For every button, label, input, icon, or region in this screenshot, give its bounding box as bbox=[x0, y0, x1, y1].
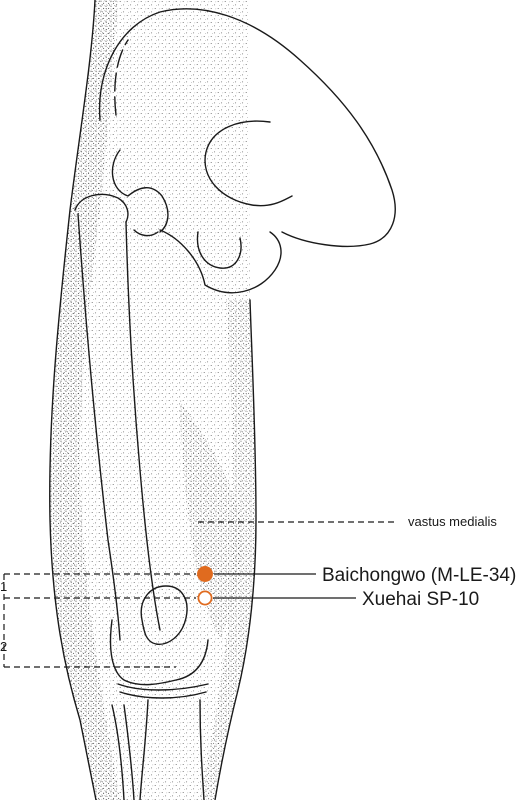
pubic-symphysis bbox=[196, 231, 242, 269]
femoral-condyles bbox=[109, 619, 209, 686]
femur bbox=[74, 149, 209, 686]
femur-shaft-lateral bbox=[77, 213, 121, 641]
xuehai-point[interactable] bbox=[197, 590, 213, 606]
femoral-head-neck bbox=[111, 149, 169, 233]
pubic-ramus bbox=[159, 229, 282, 294]
iliac-inner-dashed bbox=[114, 39, 129, 116]
fibula bbox=[111, 704, 135, 800]
lesser-trochanter bbox=[133, 229, 159, 237]
tibia-shaft bbox=[139, 699, 205, 800]
iliac-crest-outline bbox=[98, 8, 396, 248]
label-baichongwo: Baichongwo (M-LE-34) bbox=[322, 565, 516, 586]
baichongwo-point[interactable] bbox=[197, 566, 213, 582]
pelvis bbox=[98, 8, 396, 294]
lower-leg-bones bbox=[111, 683, 209, 800]
tibial-plateau-lower bbox=[119, 691, 207, 699]
greater-trochanter bbox=[74, 193, 129, 223]
medial-edge-shading bbox=[200, 300, 256, 800]
leg-silhouette bbox=[49, 0, 257, 800]
obturator-foramen bbox=[204, 120, 293, 207]
tibial-plateau bbox=[117, 683, 209, 691]
measure-label-2: 2 bbox=[0, 639, 7, 654]
lateral-edge-shading bbox=[49, 0, 120, 800]
vastus-medialis-shading bbox=[180, 400, 242, 640]
patella bbox=[140, 585, 188, 645]
measure-label-1: 1 bbox=[0, 579, 7, 594]
leg-medial-outline bbox=[214, 299, 257, 800]
measurement-bracket bbox=[3, 573, 196, 668]
label-xuehai: Xuehai SP-10 bbox=[362, 589, 479, 610]
leg-lateral-outline bbox=[49, 0, 97, 800]
label-vastus-medialis: vastus medialis bbox=[408, 514, 497, 529]
femur-shaft-medial bbox=[125, 221, 161, 631]
